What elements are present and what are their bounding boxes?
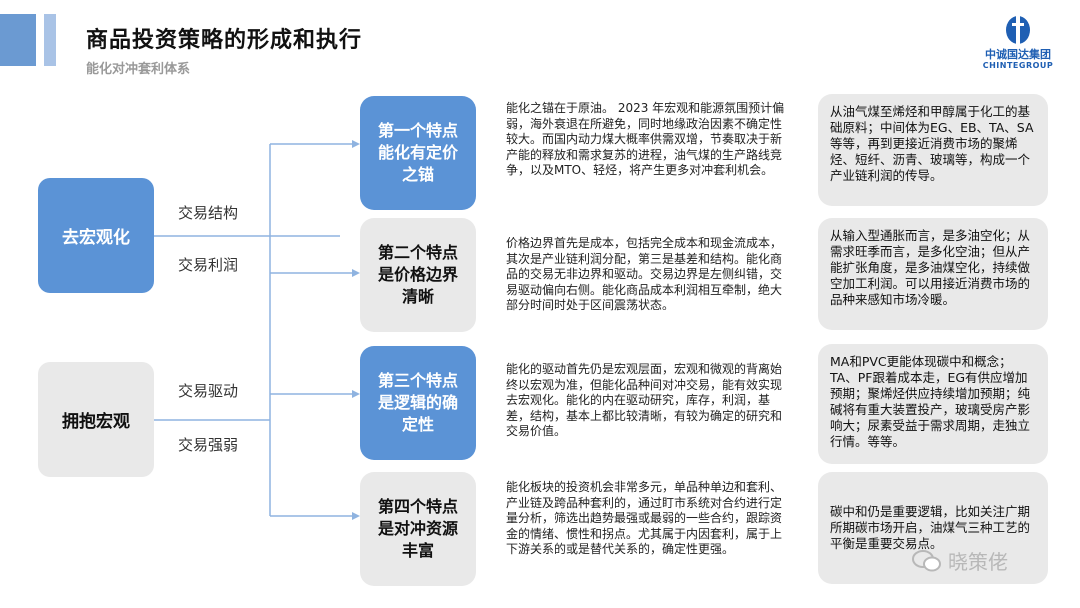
feature-4-note: 碳中和仍是重要逻辑，比如关注广期所期碳市场开启，油煤气三种工艺的平衡是重要交易点… [818, 472, 1048, 584]
feature-1-pricing-anchor: 第一个特点能化有定价之锚 [360, 96, 476, 210]
watermark: 晓策佬 [912, 546, 1008, 575]
left-box-de-macro: 去宏观化 [38, 178, 154, 293]
logo-mark-icon [1006, 14, 1030, 48]
page-title: 商品投资策略的形成和执行 [86, 28, 363, 53]
feature-1-description: 能化之锚在于原油。 2023 年宏观和能源氛围预计偏弱，海外衰退在所避免，同时地… [506, 101, 785, 177]
watermark-text: 晓策佬 [948, 550, 1008, 574]
label-trade-profit: 交易利润 [178, 256, 239, 274]
feature-2-description: 价格边界首先是成本，包括完全成本和现金流成本，其次是产业链利润分配，第三是基差和… [506, 236, 783, 312]
feature-2-note: 从输入型通胀而言，是多油空化；从需求旺季而言，是多化空油；但从产能扩张角度，是多… [818, 218, 1048, 330]
feature-3-logic-certainty: 第三个特点是逻辑的确定性 [360, 346, 476, 460]
left-box-embrace-macro: 拥抱宏观 [38, 362, 154, 477]
page-subtitle: 能化对冲套利体系 [86, 62, 191, 77]
header-accent-stripe [44, 14, 56, 66]
label-trade-strength: 交易强弱 [178, 436, 239, 454]
header-accent-block [0, 14, 36, 66]
feature-4-description: 能化板块的投资机会非常多元，单品种单边和套利、产业链及跨品种套利的，通过盯市系统… [506, 480, 783, 556]
feature-2-price-boundary: 第二个特点是价格边界清晰 [360, 218, 476, 332]
wechat-icon [912, 549, 941, 571]
company-logo: 中诚国达集团 CHINTEGROUP [968, 14, 1068, 80]
feature-3-description: 能化的驱动首先仍是宏观层面，宏观和微观的背离始终以宏观为准，但能化品种间对冲交易… [506, 362, 783, 438]
label-trade-structure: 交易结构 [178, 204, 239, 222]
feature-4-hedge-resources: 第四个特点是对冲资源丰富 [360, 472, 476, 586]
label-trade-driver: 交易驱动 [178, 382, 239, 400]
logo-chinese-name: 中诚国达集团 [985, 48, 1051, 61]
feature-3-note: MA和PVC更能体现碳中和概念；TA、PF跟着成本走，EG有供应增加预期；聚烯烃… [818, 344, 1048, 464]
feature-1-note: 从油气煤至烯烃和甲醇属于化工的基础原料；中间体为EG、EB、TA、SA等等，再到… [818, 94, 1048, 206]
logo-english-name: CHINTEGROUP [982, 61, 1054, 70]
